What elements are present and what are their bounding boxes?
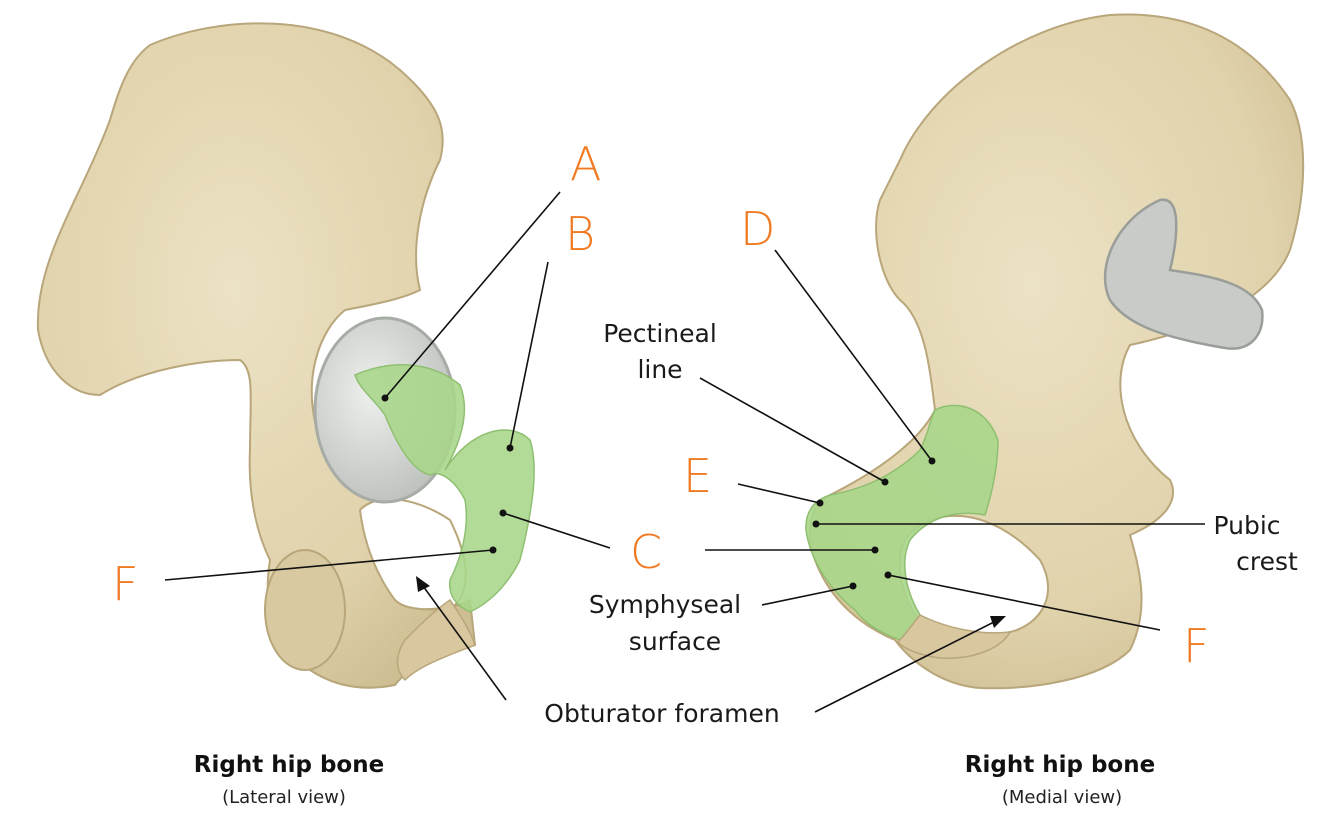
letter-c: C (630, 525, 662, 579)
caption-left-subtitle: (Lateral view) (222, 787, 346, 808)
caption-right-subtitle: (Medial view) (1002, 787, 1122, 808)
left-hip-bone-lateral (36, 22, 535, 689)
caption-left-title: Right hip bone (194, 752, 384, 778)
letter-e: E (683, 449, 712, 503)
label-symphyseal-surface-1: Symphyseal (589, 590, 741, 619)
label-pubic-crest-2: crest (1236, 547, 1298, 576)
label-pectineal-line-1: Pectineal (603, 319, 717, 348)
label-obturator-foramen: Obturator foramen (544, 699, 779, 728)
label-symphyseal-surface-2: surface (629, 627, 721, 656)
letter-d: D (740, 202, 775, 256)
leader-lines (164, 191, 1205, 713)
left-ischial-tuberosity (264, 549, 346, 671)
left-pubic-ramus (396, 598, 476, 682)
answer-letters: A B C D E F F (112, 137, 1209, 673)
anatomy-labels: Pectineal line Pubic crest Symphyseal su… (544, 319, 1298, 728)
right-auricular-surface (1103, 198, 1264, 350)
label-pubic-crest-1: Pubic (1213, 511, 1280, 540)
letter-a: A (570, 137, 601, 191)
letter-f-left: F (112, 557, 138, 611)
right-hip-bone-medial (805, 13, 1305, 690)
letter-b: B (565, 207, 595, 261)
left-obturator-foramen (358, 498, 467, 611)
right-pubic-ramus (896, 614, 1012, 659)
letter-f-right: F (1183, 619, 1209, 673)
label-pectineal-line-2: line (637, 355, 682, 384)
captions: Right hip bone (Lateral view) Right hip … (194, 752, 1155, 808)
caption-right-title: Right hip bone (965, 752, 1155, 778)
